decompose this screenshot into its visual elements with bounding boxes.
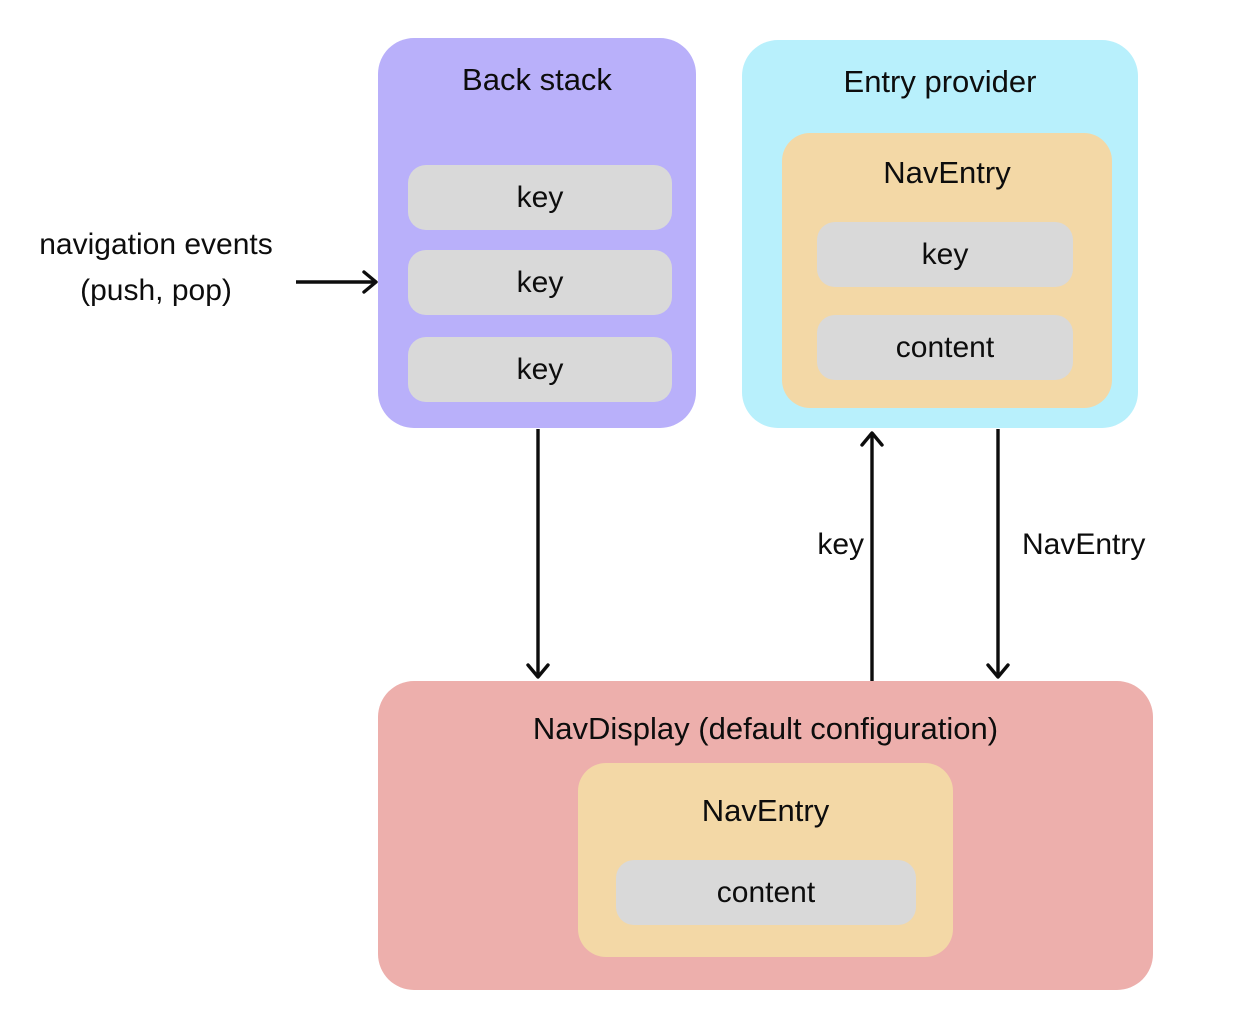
naventry-key-pill: key [817, 222, 1073, 287]
naventry-arrow-label: NavEntry [1022, 528, 1146, 561]
navigation-events-line1: navigation events [39, 228, 273, 261]
key-arrow-label: key [817, 528, 864, 561]
nav-display-content-pill: content [616, 860, 916, 925]
back-stack-key-pill: key [408, 165, 672, 230]
naventry-content-pill: content [817, 315, 1073, 380]
entry-provider-box: Entry provider NavEntry key content [742, 40, 1138, 428]
navigation-events-label: navigation events (push, pop) [6, 222, 306, 314]
back-stack-key-pill: key [408, 250, 672, 315]
entry-provider-title: Entry provider [843, 64, 1037, 99]
entry-provider-naventry-title: NavEntry [883, 155, 1011, 190]
entry-provider-naventry-box: NavEntry key content [782, 133, 1112, 408]
back-stack-key-pill: key [408, 337, 672, 402]
nav-display-naventry-title: NavEntry [701, 793, 830, 828]
nav-display-naventry-box: NavEntry content [578, 763, 953, 957]
back-stack-title: Back stack [462, 62, 612, 97]
nav-display-box: NavDisplay (default configuration) NavEn… [378, 681, 1153, 990]
navigation-events-line2: (push, pop) [80, 274, 232, 307]
back-stack-box: Back stack key key key [378, 38, 696, 428]
nav-display-title: NavDisplay (default configuration) [532, 711, 999, 746]
